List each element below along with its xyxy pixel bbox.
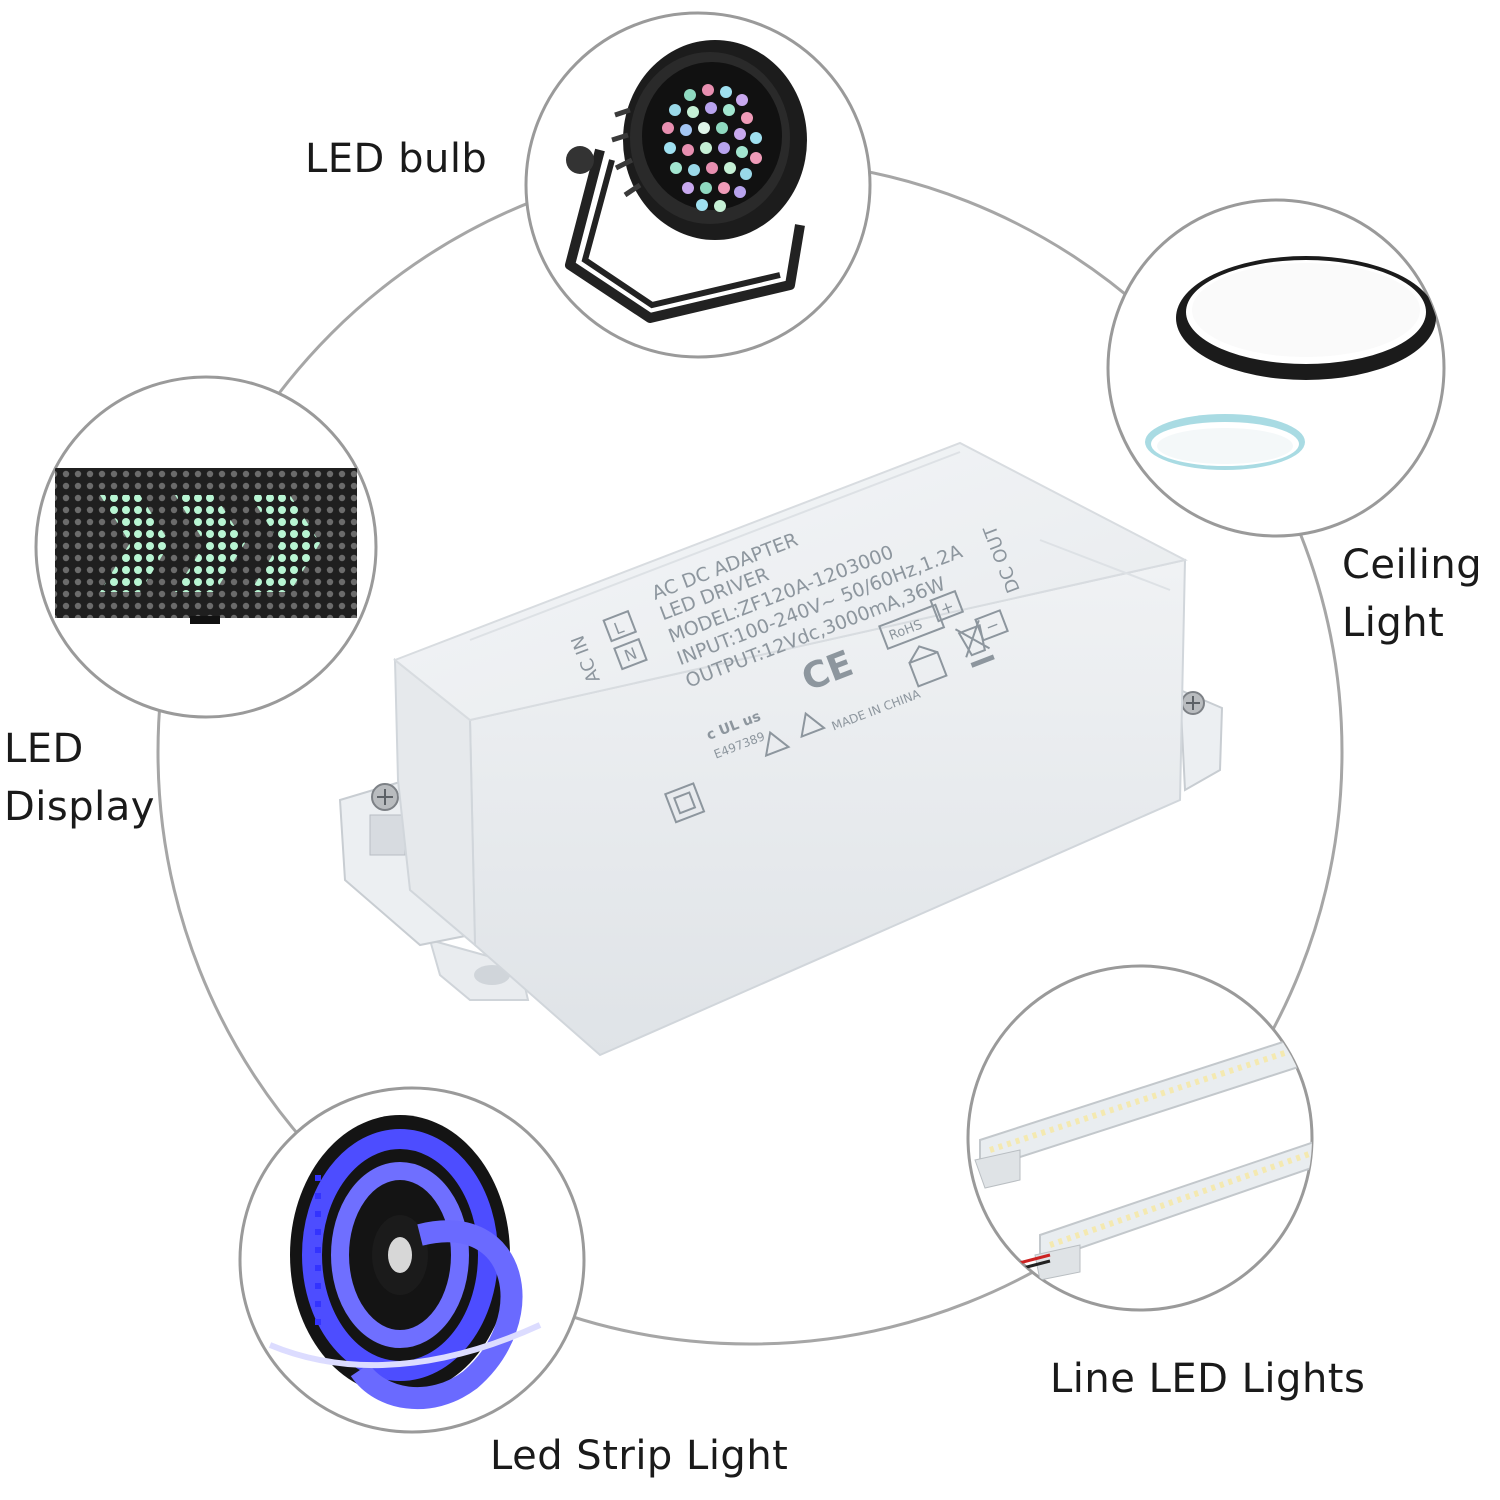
ceiling-light-icon [1145, 256, 1436, 470]
led-strip-reel-icon [268, 1115, 542, 1410]
label-led-strip-light: Led Strip Light [490, 1427, 788, 1485]
line-led-bar-icon [974, 1028, 1312, 1281]
led-par-light-icon [565, 40, 807, 323]
led-bulb-circle [524, 11, 872, 359]
label-led-bulb-text: LED bulb [305, 136, 488, 182]
led-display-icon [55, 468, 357, 624]
label-led-display-line-1: LED [4, 726, 84, 772]
ceiling-light-circle [1106, 198, 1446, 538]
label-line-led-lights-text: Line LED Lights [1050, 1356, 1366, 1402]
label-line-led-lights: Line LED Lights [1050, 1350, 1365, 1408]
plus-terminal: + [937, 596, 956, 619]
label-led-display-line-2: Display [4, 784, 155, 830]
label-led-display: LED Display [4, 720, 155, 836]
label-ceiling-light: Ceiling Light [1342, 536, 1482, 652]
led-strip-circle [238, 1086, 586, 1434]
label-led-bulb: LED bulb [305, 130, 487, 188]
line-led-circle [966, 964, 1314, 1312]
minus-terminal: − [983, 614, 1002, 637]
led-driver-product: AC DC ADAPTER LED DRIVER MODEL:ZF120A-12… [338, 441, 1224, 1057]
label-ceiling-light-line-2: Light [1342, 600, 1445, 646]
led-display-circle [34, 375, 378, 719]
label-ceiling-light-line-1: Ceiling [1342, 542, 1483, 588]
label-led-strip-light-text: Led Strip Light [490, 1433, 789, 1479]
